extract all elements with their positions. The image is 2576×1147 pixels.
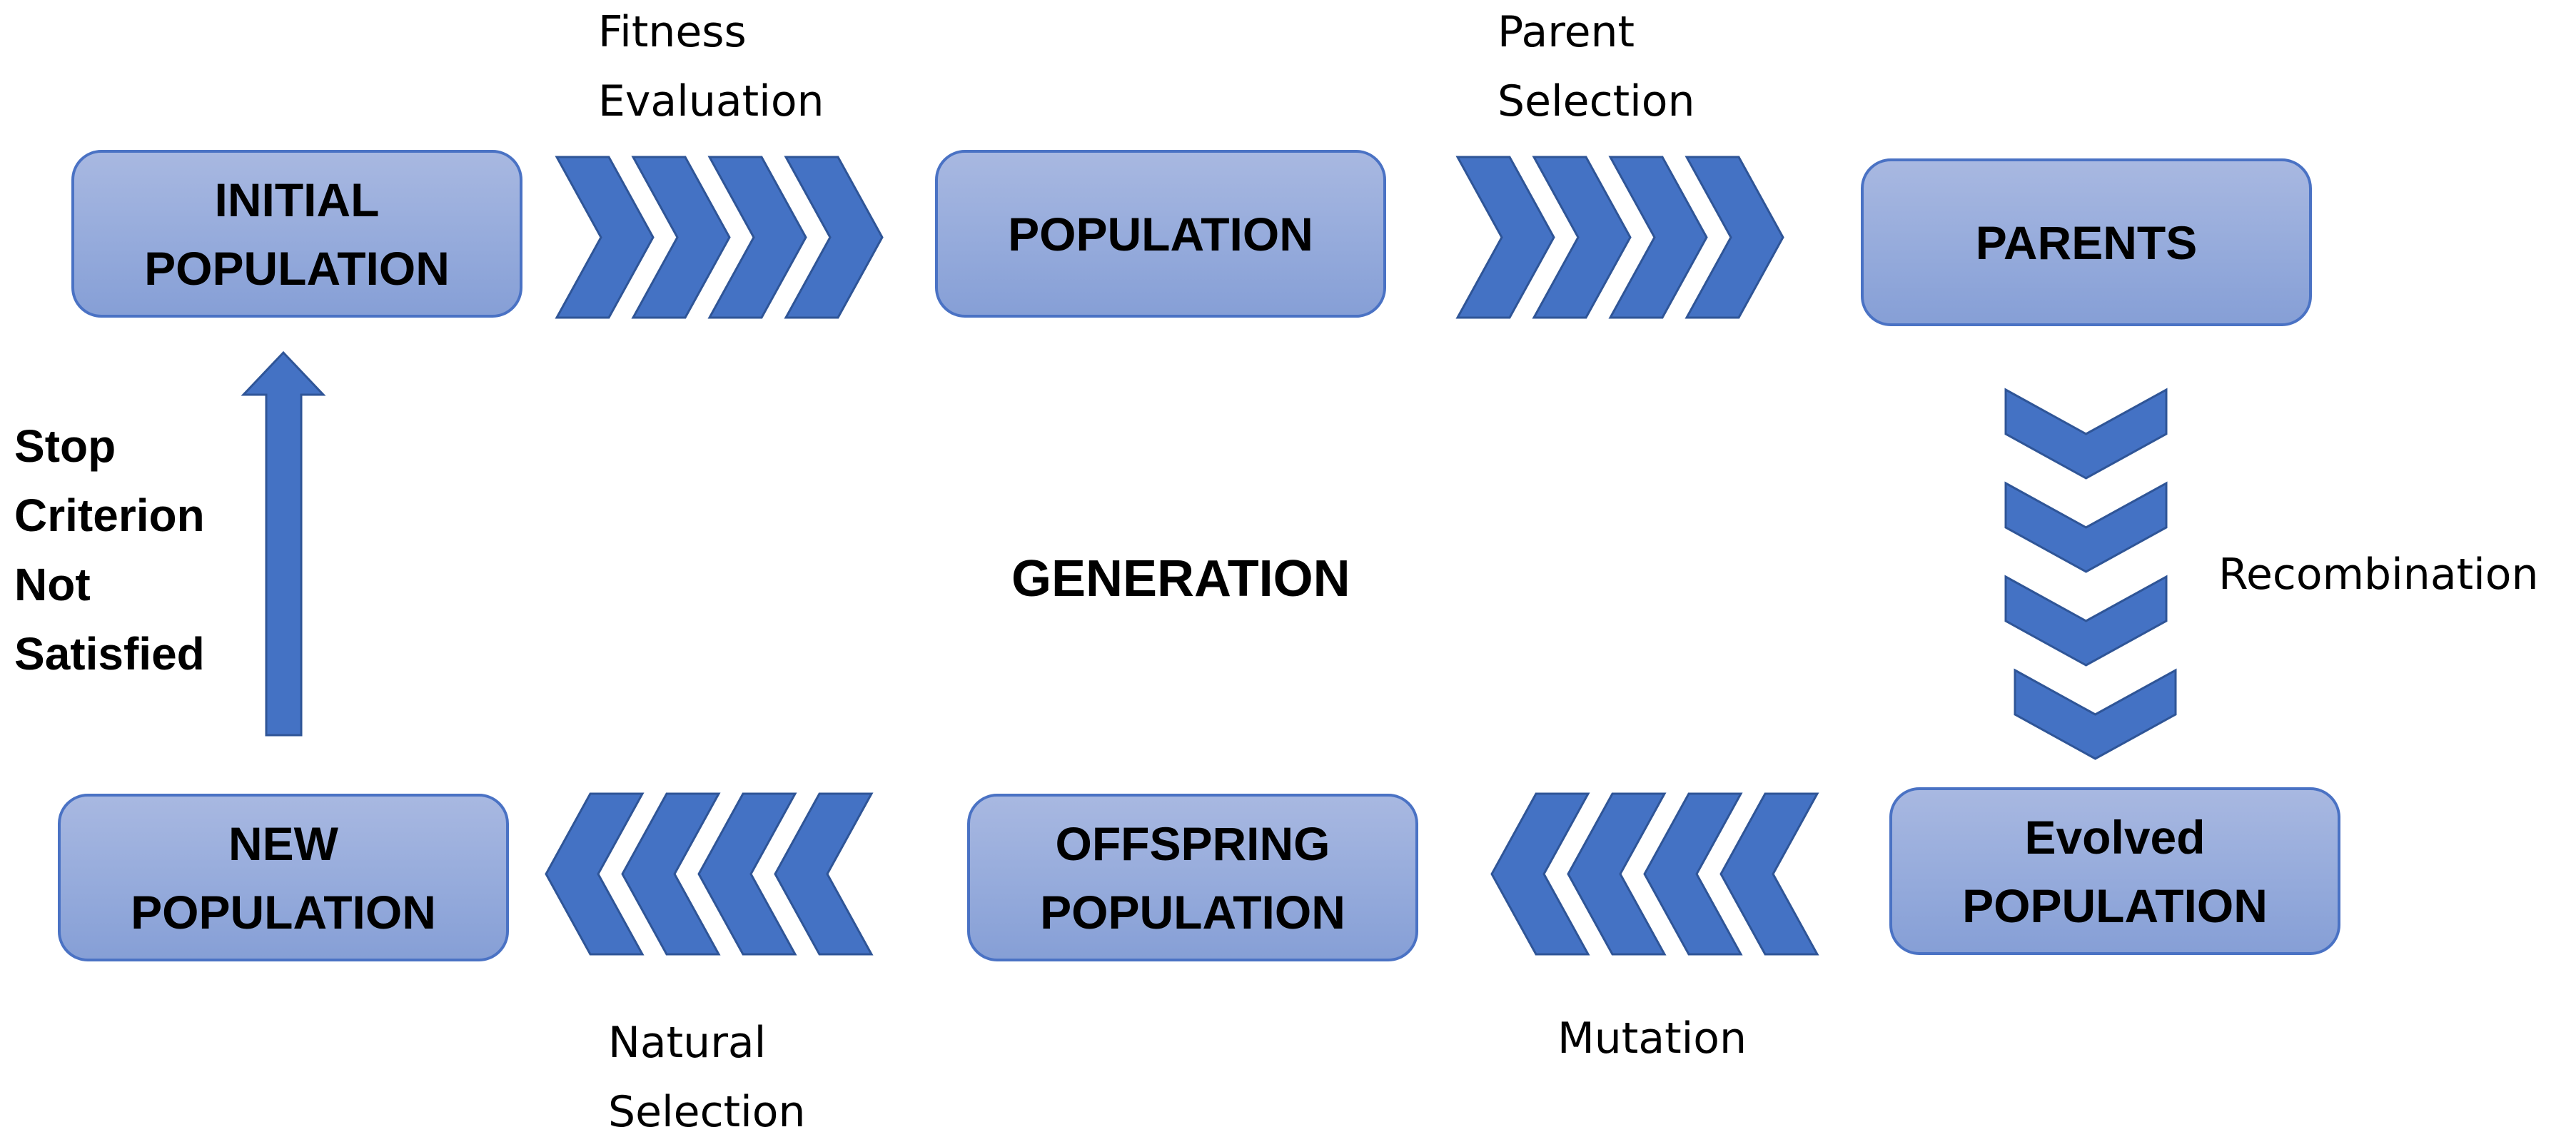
offspring-population-label-line1: OFFSPRING <box>1055 817 1330 870</box>
fitness-evaluation-chevron <box>631 156 731 319</box>
offspring-population-box: OFFSPRING POPULATION <box>967 794 1418 961</box>
mutation-chevron <box>1643 792 1743 956</box>
evolved-population-box: Evolved POPULATION <box>1889 787 2340 955</box>
natural-selection-chevron <box>545 792 645 956</box>
stop-criterion-line4: Satisfied <box>14 628 205 679</box>
fitness-evaluation-chevron <box>555 156 655 319</box>
population-box: POPULATION <box>935 150 1386 318</box>
parents-box: PARENTS <box>1861 158 2312 326</box>
evolved-population-label-line1: Evolved <box>2024 810 2206 864</box>
parent-selection-line2: Selection <box>1497 76 1695 126</box>
parent-selection-chevron <box>1455 156 1555 319</box>
natural-selection-chevron <box>621 792 721 956</box>
new-population-box: NEW POPULATION <box>58 794 509 961</box>
initial-population-label-line2: POPULATION <box>144 241 450 295</box>
fitness-evaluation-line1: Fitness <box>598 7 747 57</box>
initial-population-box: INITIAL POPULATION <box>71 150 522 318</box>
stop-criterion-label: Stop Criterion Not Satisfied <box>14 412 205 689</box>
natural-selection-label: Natural Selection <box>608 1009 806 1147</box>
parents-label: PARENTS <box>1975 216 2198 269</box>
mutation-chevron <box>1567 792 1667 956</box>
recombination-line1: Recombination <box>2218 550 2539 600</box>
natural-selection-line1: Natural <box>608 1018 767 1068</box>
fitness-evaluation-line2: Evaluation <box>598 76 824 126</box>
parent-selection-label: Parent Selection <box>1497 0 1695 136</box>
natural-selection-line2: Selection <box>608 1087 806 1137</box>
natural-selection-chevron <box>774 792 874 956</box>
recombination-chevron <box>2004 388 2168 480</box>
mutation-line1: Mutation <box>1557 1014 1747 1063</box>
parent-selection-chevron <box>1684 156 1784 319</box>
stop-criterion-line1: Stop <box>14 420 116 472</box>
fitness-evaluation-label: Fitness Evaluation <box>598 0 824 136</box>
mutation-chevron <box>1490 792 1590 956</box>
recombination-chevron <box>2004 481 2168 573</box>
stop-criterion-line3: Not <box>14 559 91 610</box>
parent-selection-line1: Parent <box>1497 7 1635 57</box>
natural-selection-chevron <box>697 792 797 956</box>
parent-selection-chevron <box>1608 156 1708 319</box>
new-population-label-line1: NEW <box>228 817 338 870</box>
parent-selection-chevron <box>1532 156 1632 319</box>
generation-title: GENERATION <box>1011 550 1350 607</box>
fitness-evaluation-chevron <box>784 156 884 319</box>
recombination-label: Recombination <box>2218 540 2539 610</box>
fitness-evaluation-chevron <box>707 156 807 319</box>
mutation-label: Mutation <box>1557 1004 1747 1073</box>
population-label: POPULATION <box>1008 207 1313 261</box>
stop-criterion-line2: Criterion <box>14 490 205 541</box>
offspring-population-label-line2: POPULATION <box>1040 885 1345 939</box>
mutation-chevron <box>1719 792 1819 956</box>
evolved-population-label-line2: POPULATION <box>1962 879 2268 932</box>
recombination-chevron <box>2004 575 2168 667</box>
initial-population-label-line1: INITIAL <box>214 173 380 226</box>
new-population-label-line2: POPULATION <box>131 885 436 939</box>
loop-up-arrow <box>241 350 326 737</box>
recombination-chevron <box>2014 668 2177 760</box>
